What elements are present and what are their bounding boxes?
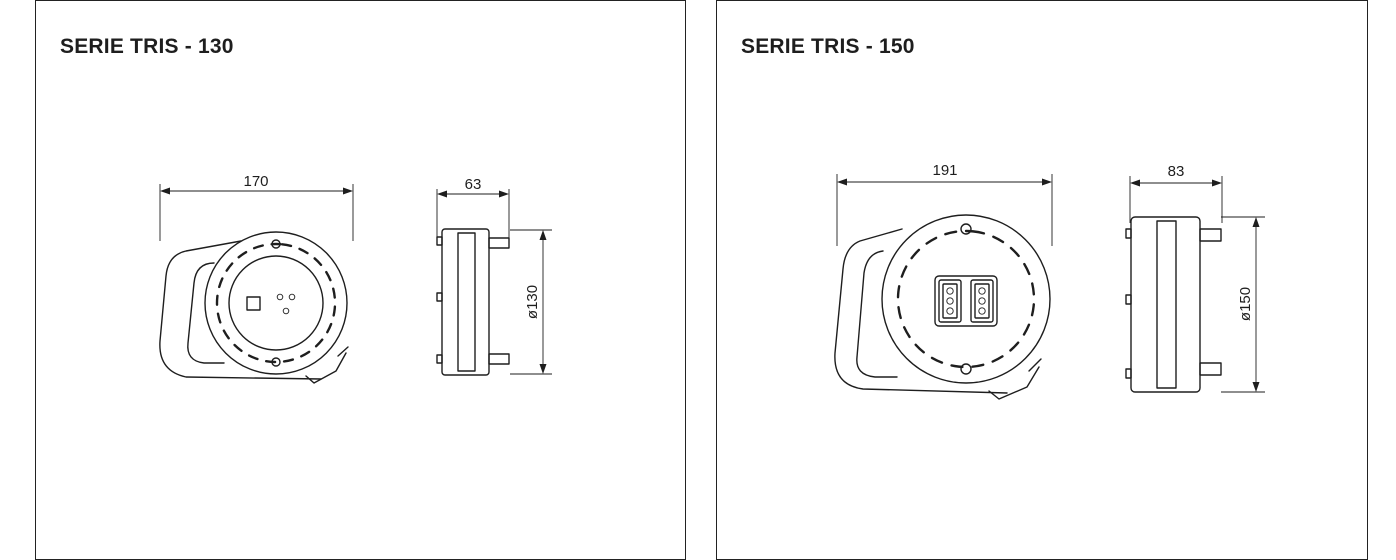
- reel-front-view: [159, 231, 349, 384]
- front-width-dimension: 191: [836, 162, 1053, 246]
- technical-drawing-tris-150: 191: [834, 162, 1265, 400]
- panel-title: SERIE TRIS - 150: [741, 35, 915, 58]
- panel-tris-150: SERIE TRIS - 150 191: [716, 0, 1368, 560]
- diameter-dimension: ø130: [510, 229, 552, 375]
- side-depth-dimension: 63: [436, 176, 510, 241]
- front-width-label: 170: [243, 173, 268, 190]
- reel-side-view: [436, 228, 510, 376]
- side-depth-label: 83: [1168, 163, 1185, 180]
- panel-title: SERIE TRIS - 130: [60, 35, 234, 58]
- side-depth-dimension: 83: [1129, 163, 1223, 223]
- diameter-label: ø130: [524, 285, 541, 319]
- reel-side-view: [1125, 216, 1222, 393]
- side-depth-label: 63: [465, 176, 482, 193]
- technical-drawing-tris-130: 170: [159, 173, 552, 384]
- diameter-label: ø150: [1237, 287, 1254, 321]
- diameter-dimension: ø150: [1221, 216, 1265, 393]
- panel-tris-130: SERIE TRIS - 130 170: [35, 0, 686, 560]
- front-width-label: 191: [932, 162, 957, 179]
- front-width-dimension: 170: [159, 173, 354, 241]
- reel-front-view: [834, 214, 1051, 400]
